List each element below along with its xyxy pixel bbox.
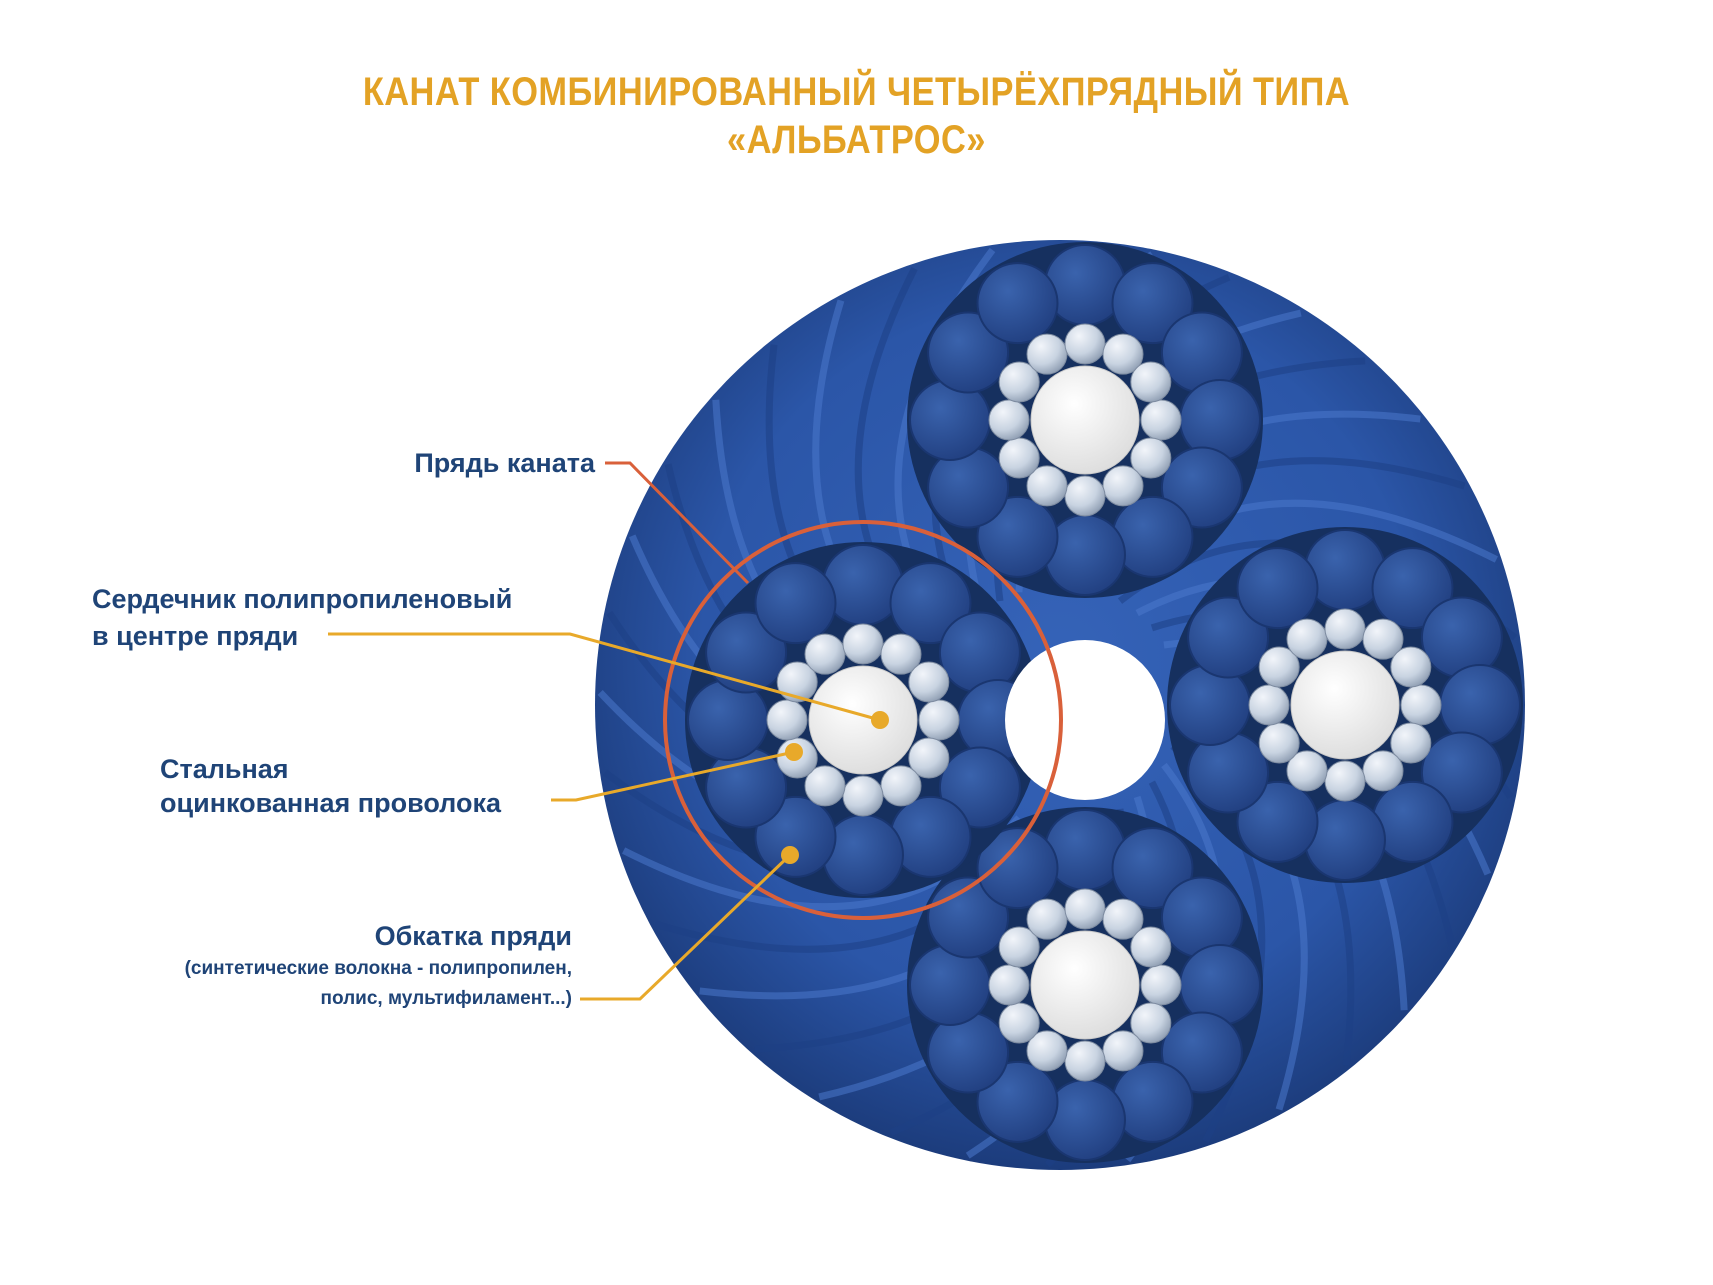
steel-wire [1102, 465, 1144, 507]
fiber-bundle [754, 562, 837, 645]
steel-wire [1064, 888, 1106, 930]
steel-wire [1140, 399, 1182, 441]
steel-wire [1130, 1002, 1172, 1044]
strand-right [1167, 527, 1523, 883]
steel-wire [1286, 618, 1328, 660]
steel-wire [1390, 722, 1432, 764]
fiber-bundle [1187, 596, 1270, 679]
steel-wire [1258, 722, 1300, 764]
steel-wire [1130, 437, 1172, 479]
steel-wire [998, 926, 1040, 968]
fiber-bundle [1111, 827, 1194, 910]
steel-wire [804, 765, 846, 807]
steel-wire [918, 699, 960, 741]
label-cover-line1: (синтетические волокна - полипропилен, [184, 958, 572, 979]
steel-wire [998, 1002, 1040, 1044]
label-strand: Прядь каната [414, 448, 595, 478]
label-core-line1: Сердечник полипропиленовый [92, 584, 513, 614]
steel-wire [1324, 760, 1366, 802]
fiber-bundle [976, 262, 1059, 345]
steel-wire [1026, 1030, 1068, 1072]
steel-wire [1390, 646, 1432, 688]
steel-wire [842, 775, 884, 817]
label-cover-title: Обкатка пряди [374, 921, 572, 951]
strand-bottom [907, 807, 1263, 1163]
steel-wire [1064, 323, 1106, 365]
steel-wire [1258, 646, 1300, 688]
fiber-bundle [889, 562, 972, 645]
fiber-bundle [1371, 547, 1454, 630]
steel-wire [1130, 926, 1172, 968]
cover-leader-line [580, 853, 792, 1001]
steel-wire [908, 661, 950, 703]
diagram-title-line1: КАНАТ КОМБИНИРОВАННЫЙ ЧЕТЫРЁХПРЯДНЫЙ ТИП… [362, 70, 1351, 114]
steel-wire [1248, 684, 1290, 726]
polypropylene-core [1290, 650, 1400, 760]
label-wire-line1: Стальная [160, 754, 289, 784]
rope-center-hole [1005, 640, 1165, 800]
steel-wire [804, 633, 846, 675]
fiber-bundle [1420, 731, 1503, 814]
wire-leader-dot [785, 743, 803, 761]
core-leader-line [328, 632, 881, 722]
fiber-bundle [927, 311, 1010, 394]
fiber-bundle [1236, 547, 1319, 630]
steel-wire [998, 437, 1040, 479]
steel-wire [998, 361, 1040, 403]
strand-left [685, 542, 1041, 898]
steel-wire [842, 623, 884, 665]
steel-wire [1130, 361, 1172, 403]
strand-highlight-ring [663, 520, 1063, 920]
core-leader-dot [871, 711, 889, 729]
steel-wire [1400, 684, 1442, 726]
steel-wire [1324, 608, 1366, 650]
fiber-bundle [705, 611, 788, 694]
steel-wire [1102, 1030, 1144, 1072]
label-wire-line2: оцинкованная проволока [160, 788, 501, 818]
fiber-bundle [1236, 780, 1319, 863]
steel-wire [1064, 475, 1106, 517]
strand-top [907, 242, 1263, 598]
wire-leader-line [551, 750, 795, 802]
steel-wire [988, 399, 1030, 441]
steel-wire [766, 699, 808, 741]
polypropylene-core [808, 665, 918, 775]
fiber-bundle [976, 495, 1059, 578]
fiber-bundle [976, 1060, 1059, 1143]
polypropylene-core [1030, 930, 1140, 1040]
cover-leader-dot [781, 846, 799, 864]
steel-wire [1362, 618, 1404, 660]
steel-wire [880, 765, 922, 807]
steel-wire [1064, 1040, 1106, 1082]
steel-wire [988, 964, 1030, 1006]
fiber-bundle [754, 795, 837, 878]
diagram-title-line2: «АЛЬБАТРОС» [727, 118, 986, 162]
fiber-bundle [1160, 446, 1243, 529]
fiber-bundle [1111, 262, 1194, 345]
steel-wire [880, 633, 922, 675]
steel-wire [1102, 898, 1144, 940]
steel-wire [1026, 333, 1068, 375]
steel-wire [776, 661, 818, 703]
steel-wire [1102, 333, 1144, 375]
steel-wire [1362, 750, 1404, 792]
polypropylene-core [1030, 365, 1140, 475]
steel-wire [1026, 465, 1068, 507]
steel-wire [1140, 964, 1182, 1006]
fiber-bundle [1160, 1011, 1243, 1094]
steel-wire [908, 737, 950, 779]
label-cover-line2: полис, мультифиламент...) [320, 988, 572, 1009]
steel-wire [1026, 898, 1068, 940]
fiber-bundle [976, 827, 1059, 910]
strand-leader-line [605, 461, 750, 585]
label-core-line2: в центре пряди [92, 621, 299, 651]
fiber-bundle [938, 746, 1021, 829]
steel-wire [1286, 750, 1328, 792]
